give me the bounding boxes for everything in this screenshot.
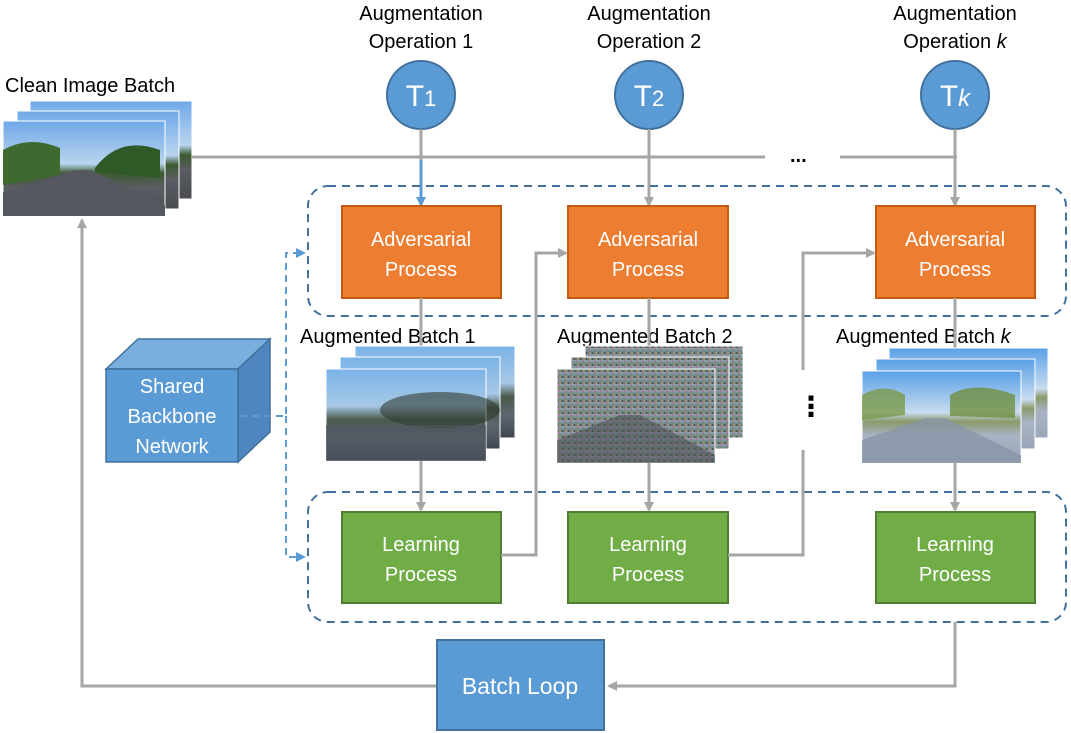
arrow-learn2-advk [728, 450, 805, 557]
operation-1-T: T [406, 80, 424, 113]
batch-loop-label: Batch Loop [462, 673, 578, 699]
backbone-line3: Network [135, 436, 209, 458]
learning-process-1: Learning Process [341, 511, 502, 604]
adversarial-1-line2: Process [385, 259, 457, 281]
operation-k-T: T [940, 80, 958, 113]
adversarial-k-line2: Process [919, 259, 991, 281]
vertical-ellipsis: ⋮ [797, 391, 825, 422]
adversarial-process-k: Adversarial Process [875, 205, 1036, 299]
clean-image-batch-label: Clean Image Batch [5, 75, 175, 97]
augmented-batch-1-images [325, 345, 516, 462]
adversarial-process-2: Adversarial Process [567, 205, 729, 299]
operation-k: Augmentation Operation k Tk [893, 3, 1017, 130]
operation-1-line1: Augmentation [359, 3, 482, 25]
operation-1-symbol: T1 [406, 80, 437, 113]
adversarial-process-1: Adversarial Process [341, 205, 502, 299]
horizontal-ellipsis: ... [790, 145, 807, 167]
arrow-learn1-adv2 [501, 248, 568, 557]
augmented-batch-k-label: Augmented Batch k [836, 326, 1012, 348]
learning-k-line1: Learning [916, 534, 994, 556]
operation-2-sub: 2 [652, 86, 664, 111]
learning-2-line2: Process [612, 564, 684, 586]
shared-backbone-network: Shared Backbone Network [104, 337, 272, 464]
operation-2: Augmentation Operation 2 T2 [587, 3, 711, 130]
operation-k-line2: Operation k [903, 31, 1007, 53]
operation-k-line1: Augmentation [893, 3, 1016, 25]
operation-k-line2-italic: k [997, 31, 1008, 53]
batch-loop-to-clean [77, 218, 437, 688]
operation-k-line2-prefix: Operation [903, 31, 996, 53]
augmented-batch-2-images [556, 345, 744, 464]
learning-process-k: Learning Process [875, 511, 1036, 604]
learning-k-line2: Process [919, 564, 991, 586]
augmented-batch-1-label: Augmented Batch 1 [300, 326, 476, 348]
learning-2-line1: Learning [609, 534, 687, 556]
operation-2-line1: Augmentation [587, 3, 710, 25]
backbone-to-learning [285, 416, 306, 562]
augmented-batch-2-label: Augmented Batch 2 [557, 326, 733, 348]
learning-process-2: Learning Process [567, 511, 729, 604]
adversarial-2-line2: Process [612, 259, 684, 281]
operation-1: Augmentation Operation 1 T1 [359, 3, 483, 130]
adversarial-k-line1: Adversarial [905, 229, 1005, 251]
arrow-learn2-advk-upper [801, 248, 876, 370]
operation-2-symbol: T2 [634, 80, 665, 113]
adversarial-1-line1: Adversarial [371, 229, 471, 251]
augmented-batch-k-images [861, 347, 1049, 464]
backbone-line1: Shared [140, 376, 205, 398]
operation-k-symbol: Tk [940, 80, 972, 113]
batch-loop: Batch Loop [436, 639, 605, 731]
clean-image-batch [2, 100, 193, 217]
augmented-batch-k-prefix: Augmented Batch [836, 326, 1001, 348]
operation-k-sub: k [958, 85, 972, 112]
operation-1-line2: Operation 1 [369, 31, 474, 53]
operation-2-T: T [634, 80, 652, 113]
adversarial-2-line1: Adversarial [598, 229, 698, 251]
learning-1-line1: Learning [382, 534, 460, 556]
backbone-to-adversarial [240, 248, 306, 417]
operation-1-sub: 1 [424, 86, 436, 111]
backbone-line2: Backbone [128, 406, 217, 428]
learnk-to-batch-loop [607, 622, 957, 691]
operation-2-line2: Operation 2 [597, 31, 702, 53]
augmented-batch-k-italic: k [1001, 326, 1012, 348]
learning-1-line2: Process [385, 564, 457, 586]
